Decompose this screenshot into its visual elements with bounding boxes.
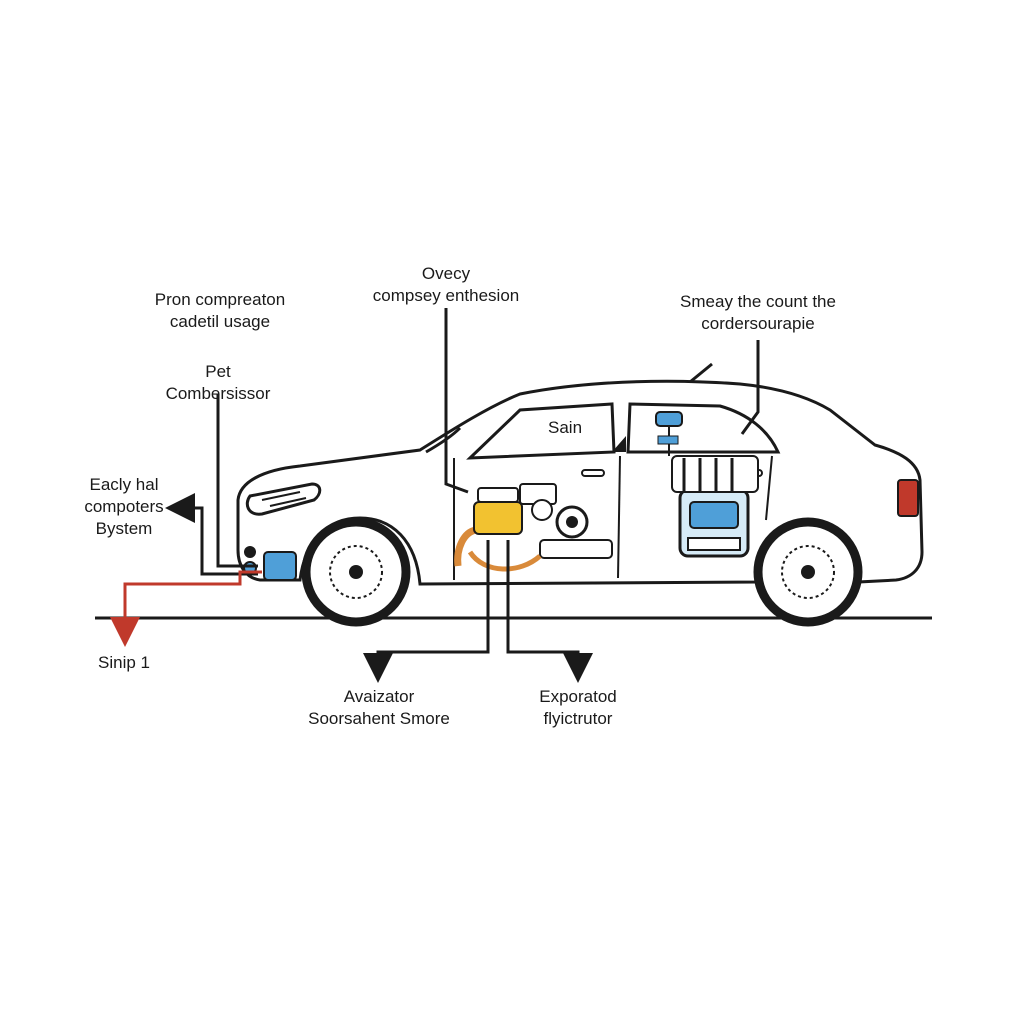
leader-condenser [740,340,760,435]
front-wheel [301,517,411,627]
leader-step-refrigerant [110,570,262,647]
label-line: Bystem [95,519,153,538]
label-cabin: Sain [548,418,583,437]
label-exporatod: Exporatod flyictrutor [539,686,617,730]
leader-early-system [165,493,258,576]
label-line: cadetil usage [169,312,271,331]
leader-exporatod [506,540,593,683]
leader-compression-usage [216,394,258,568]
label-line: Avaizator [343,687,415,706]
door-handle-front [581,469,605,477]
label-line: Smeay the count the [680,292,836,311]
label-line: compsey enthesion [372,286,520,305]
accumulator-icon [655,411,683,456]
label-line: flyictrutor [543,709,613,728]
rear-wheel [753,517,863,627]
label-compsey: Ovecy compsey enthesion [373,263,519,307]
door-line-rear [765,455,773,521]
label-line: Soorsahent Smore [308,709,450,728]
label-line: compoters [84,497,164,516]
label-line: Pron compreaton [154,290,286,309]
label-line: Eacly hal [89,475,159,494]
label-line: Combersissor [165,384,271,403]
front-window [466,402,616,460]
door-line-mid [617,455,621,579]
headlight [245,482,322,516]
label-line: Ovecy [421,264,471,283]
label-step: Sinip 1 [98,653,150,672]
label-early-system: Eacly hal compoters Bystem [84,474,163,540]
label-condenser: Smeay the count the cordersourapie [680,291,836,335]
label-avaizator: Avaizator Soorsahent Smore [308,686,450,730]
label-line: cordersourapie [701,314,815,333]
leader-compsey [444,308,469,494]
headlight-detail [261,491,307,507]
window-pillar [612,436,626,452]
leader-avaizator [363,540,490,683]
label-line: Exporatod [539,687,617,706]
condenser-unit-icon [671,455,759,558]
tail-light [897,479,919,517]
label-compressor: Pet Combersissor [166,361,271,405]
antenna [689,362,713,384]
label-compression-usage: Pron compreaton cadetil usage [155,289,285,333]
evaporator-icon [454,483,613,572]
label-line: Pet [205,362,231,381]
